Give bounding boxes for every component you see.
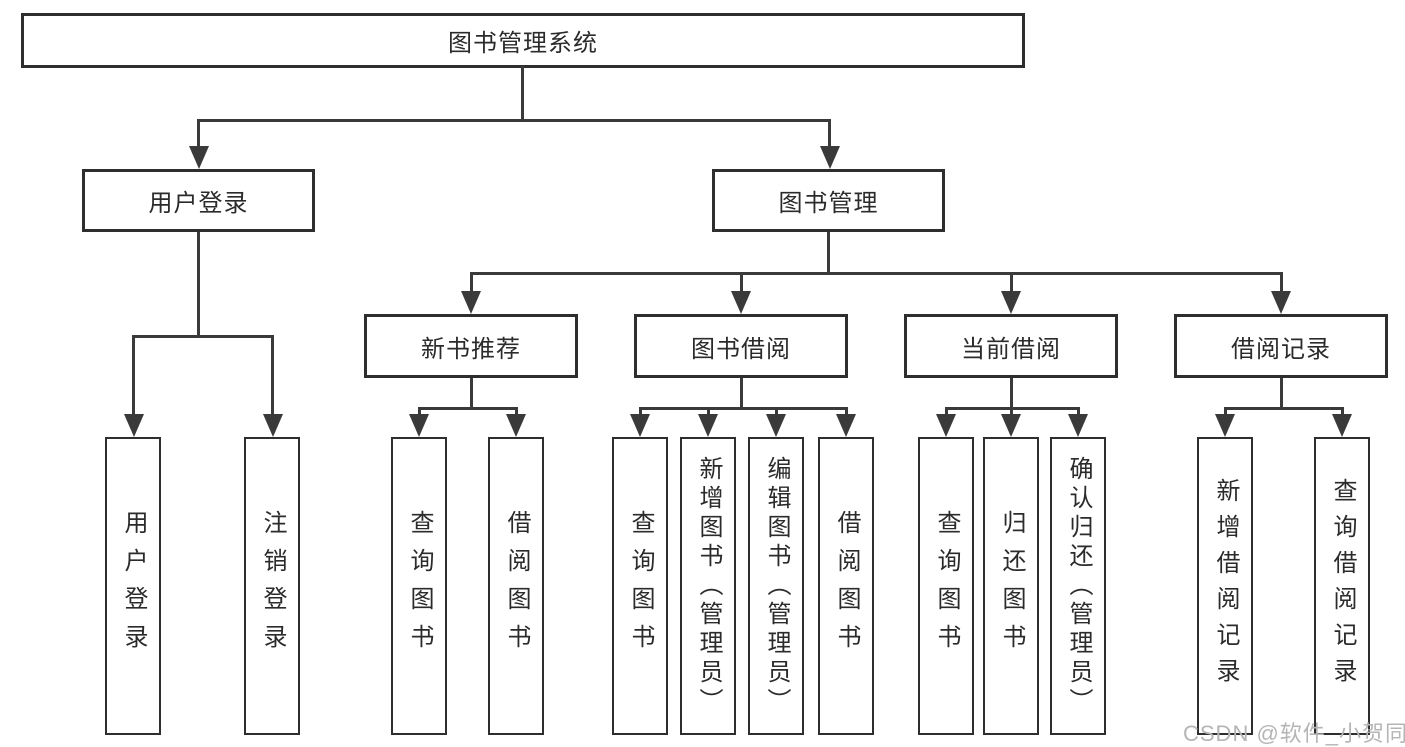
connector-borrowing-child2-stub	[707, 407, 710, 417]
leaf-user-login: 用户登录	[105, 437, 161, 735]
connector-user-child2-stub	[271, 335, 274, 417]
connector-current-child1-stub	[945, 407, 948, 417]
leaf-add-borrow-record: 新增借阅记录	[1197, 437, 1253, 735]
node-root: 图书管理系统	[21, 13, 1025, 68]
connector-records-child2-stub	[1341, 407, 1344, 417]
arrow-down-icon	[189, 146, 209, 169]
connector-root-to-user-stub	[197, 119, 200, 147]
arrow-down-icon	[936, 414, 956, 437]
node-book-management-branch: 图书管理	[712, 169, 945, 232]
connector-book-split	[470, 272, 1282, 275]
connector-book-child2-stub	[740, 272, 743, 294]
connector-current-child2-stub	[1010, 407, 1013, 417]
connector-user-trunk	[197, 232, 200, 336]
connector-book-child3-stub	[1010, 272, 1013, 294]
connector-current-trunk	[1010, 378, 1013, 408]
connector-borrowing-child4-stub	[845, 407, 848, 417]
arrow-down-icon	[766, 414, 786, 437]
connector-book-child1-stub	[470, 272, 473, 294]
node-borrowing-records: 借阅记录	[1174, 314, 1388, 378]
leaf-edit-book-admin: 编辑图书（管理员）	[748, 437, 804, 735]
connector-borrowing-child1-stub	[639, 407, 642, 417]
leaf-logout: 注销登录	[244, 437, 300, 735]
node-new-book-recommend: 新书推荐	[364, 314, 578, 378]
leaf-return-book: 归还图书	[983, 437, 1039, 735]
arrow-down-icon	[1068, 414, 1088, 437]
arrow-down-icon	[506, 414, 526, 437]
connector-user-child1-stub	[132, 335, 135, 417]
connector-recommend-child1-stub	[418, 407, 421, 417]
arrow-down-icon	[1001, 414, 1021, 437]
arrow-down-icon	[1001, 291, 1021, 314]
connector-book-child4-stub	[1280, 272, 1283, 294]
arrow-down-icon	[1271, 291, 1291, 314]
connector-borrowing-trunk	[740, 378, 743, 408]
node-user-login-branch: 用户登录	[82, 169, 315, 232]
arrow-down-icon	[263, 414, 283, 437]
connector-book-trunk	[827, 232, 830, 273]
connector-records-split	[1224, 407, 1343, 410]
arrow-down-icon	[1215, 414, 1235, 437]
connector-recommend-child2-stub	[515, 407, 518, 417]
connector-root-to-book-stub	[828, 119, 831, 147]
leaf-confirm-return-admin: 确认归还（管理员）	[1050, 437, 1106, 735]
connector-borrowing-child3-stub	[775, 407, 778, 417]
arrow-down-icon	[461, 291, 481, 314]
leaf-query-books-current: 查询图书	[918, 437, 974, 735]
leaf-query-books-recommend: 查询图书	[391, 437, 447, 735]
arrow-down-icon	[836, 414, 856, 437]
node-book-borrowing: 图书借阅	[634, 314, 848, 378]
arrow-down-icon	[1332, 414, 1352, 437]
connector-user-split	[132, 335, 274, 338]
connector-recommend-trunk	[470, 378, 473, 408]
leaf-query-borrow-record: 查询借阅记录	[1314, 437, 1370, 735]
leaf-query-books-borrowing: 查询图书	[612, 437, 668, 735]
arrow-down-icon	[630, 414, 650, 437]
connector-records-child1-stub	[1224, 407, 1227, 417]
csdn-watermark: CSDN @软件_小贺同学	[1183, 721, 1405, 746]
connector-borrowing-split	[639, 407, 848, 410]
connector-root-trunk	[521, 66, 524, 119]
arrow-down-icon	[698, 414, 718, 437]
connector-root-split	[197, 119, 831, 122]
node-current-borrowing: 当前借阅	[904, 314, 1118, 378]
arrow-down-icon	[124, 414, 144, 437]
connector-recommend-split	[418, 407, 518, 410]
leaf-borrow-books-borrowing: 借阅图书	[818, 437, 874, 735]
arrow-down-icon	[820, 146, 840, 169]
arrow-down-icon	[731, 291, 751, 314]
leaf-borrow-books-recommend: 借阅图书	[488, 437, 544, 735]
connector-records-trunk	[1280, 378, 1283, 408]
leaf-add-book-admin: 新增图书（管理员）	[680, 437, 736, 735]
connector-current-child3-stub	[1077, 407, 1080, 417]
arrow-down-icon	[409, 414, 429, 437]
